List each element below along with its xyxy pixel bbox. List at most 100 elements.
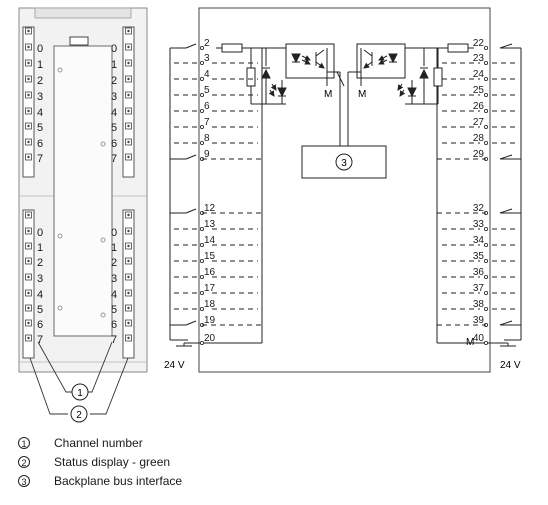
terminal-number: 33: [473, 219, 485, 230]
led-dot-icon: [27, 291, 30, 295]
channel-number: 6: [37, 319, 43, 331]
channel-number: 1: [37, 59, 43, 71]
terminal-point-icon: [483, 226, 488, 231]
terminal-point-icon: [483, 140, 488, 145]
terminal-point-icon: [199, 242, 204, 247]
terminal-number: 25: [473, 85, 485, 96]
legend-mark-3: 3: [18, 475, 30, 487]
channel-number: 7: [37, 334, 43, 346]
led-dot-icon: [27, 61, 30, 65]
channel-number: 4: [37, 107, 43, 119]
terminal-number: 5: [204, 85, 210, 96]
terminal-point-icon: [483, 46, 488, 51]
terminal-point-icon: [199, 274, 204, 279]
callout-leaders: [29, 341, 129, 415]
led-dot-icon: [127, 306, 130, 310]
terminal-number: 12: [204, 203, 216, 214]
terminal-number: 23: [473, 53, 485, 64]
led-dot-icon: [127, 213, 130, 217]
terminal-number: 13: [204, 219, 216, 230]
terminal-number: 6: [204, 101, 210, 112]
led-dot-icon: [27, 275, 30, 279]
led-dot-icon: [27, 259, 30, 263]
channel-number: 0: [111, 43, 117, 55]
led-dot-icon: [127, 93, 130, 97]
terminal-point-icon: [483, 109, 488, 114]
led-dot-icon: [127, 77, 130, 81]
ground-label-left: M: [324, 89, 332, 100]
channel-number: 0: [111, 227, 117, 239]
channel-number: 5: [37, 304, 43, 316]
terminal-point-icon: [199, 290, 204, 295]
ground-label-bottom: M: [466, 337, 474, 348]
legend-text-3: Backplane bus interface: [54, 474, 183, 488]
terminal-number: 18: [204, 299, 216, 310]
switch-contact-icon: [499, 43, 513, 49]
terminal-number: 7: [204, 117, 210, 128]
terminal-point-icon: [199, 125, 204, 130]
channel-number: 1: [111, 59, 117, 71]
led-dot-icon: [27, 140, 30, 144]
legend-text-1: Channel number: [54, 436, 143, 450]
terminal-number: 9: [204, 149, 210, 160]
terminal-number: 16: [204, 267, 216, 278]
switch-contact-icon: [499, 208, 513, 214]
channel-number: 7: [111, 153, 117, 165]
led-dot-icon: [27, 93, 30, 97]
channel-number: 2: [111, 257, 117, 269]
terminal-number: 8: [204, 133, 210, 144]
terminal-number: 28: [473, 133, 485, 144]
terminal-point-icon: [199, 61, 204, 66]
channel-number: 1: [111, 242, 117, 254]
channel-number: 3: [37, 273, 43, 285]
switch-contact-icon: [185, 208, 197, 214]
status-led-group: [25, 27, 132, 342]
terminal-point-icon: [483, 340, 488, 345]
terminal-point-icon: [199, 258, 204, 263]
led-dot-icon: [127, 275, 130, 279]
callout-marker-1: 1: [71, 383, 89, 401]
led-dot-icon: [27, 321, 30, 325]
led-dot-icon: [127, 155, 130, 159]
terminal-number: 19: [204, 315, 216, 326]
terminal-number: 34: [473, 235, 485, 246]
callout-1-label: 1: [77, 388, 83, 399]
led-dot-icon: [27, 124, 30, 128]
led-dot-icon: [127, 229, 130, 233]
channel-number: 6: [37, 138, 43, 150]
terminal-point-icon: [483, 242, 488, 247]
terminal-point-icon: [483, 125, 488, 130]
terminal-point-icon: [199, 306, 204, 311]
switch-contact-icon: [185, 43, 197, 49]
led-dot-icon: [27, 306, 30, 310]
channel-number: 3: [111, 273, 117, 285]
led-dot-icon: [127, 140, 130, 144]
led-dot-icon: [127, 291, 130, 295]
terminal-point-icon: [199, 140, 204, 145]
terminal-number: 26: [473, 101, 485, 112]
callout-marker-2: 2: [70, 405, 88, 423]
terminal-point-icon: [483, 258, 488, 263]
channel-number: 4: [111, 107, 117, 119]
switch-contact-icon: [499, 320, 513, 326]
channel-number: 2: [37, 257, 43, 269]
led-dot-icon: [27, 244, 30, 248]
terminal-number: 32: [473, 203, 485, 214]
channel-number: 6: [111, 138, 117, 150]
channel-number: 3: [37, 91, 43, 103]
led-dot-icon: [127, 61, 130, 65]
led-dot-icon: [27, 155, 30, 159]
led-dot-icon: [27, 45, 30, 49]
callout-2-label: 2: [76, 410, 82, 421]
channel-number: 5: [111, 122, 117, 134]
legend-mark-1: 1: [18, 437, 30, 449]
supply-right-label: 24 V: [500, 360, 521, 371]
terminal-number: 36: [473, 267, 485, 278]
terminal-point-icon: [199, 226, 204, 231]
terminal-number: 22: [473, 38, 485, 49]
terminal-number: 4: [204, 69, 210, 80]
